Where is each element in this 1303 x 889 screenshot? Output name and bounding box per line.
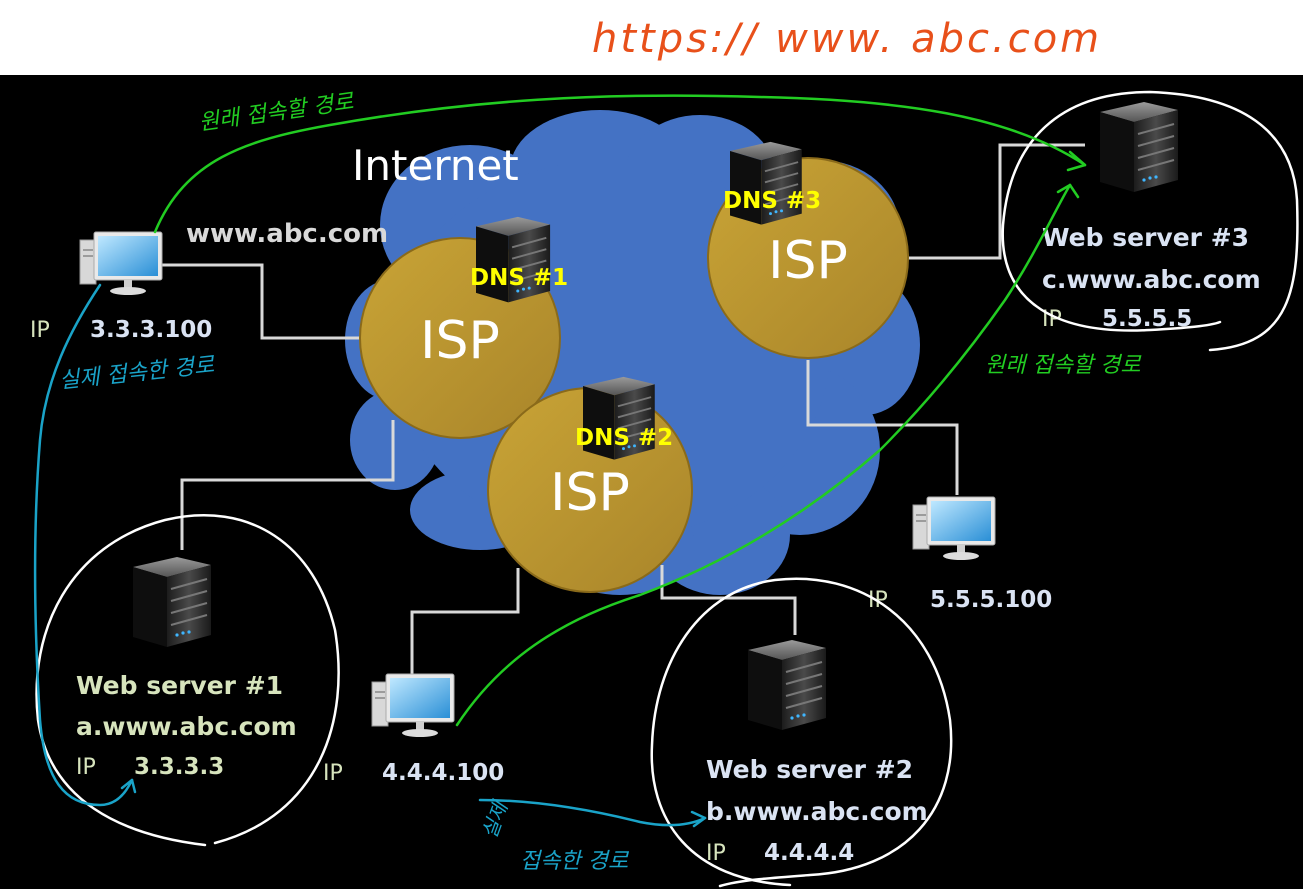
server-highlight-circles — [35, 90, 1299, 888]
intended-route-line — [153, 94, 1087, 727]
web-server-2-ip-label: IP — [706, 841, 726, 866]
web-server-3-name: Web server #3 — [1042, 223, 1249, 252]
web-server-1-icon — [132, 556, 212, 648]
web-server-1-name: Web server #1 — [76, 671, 283, 700]
web-server-1-ip-label: IP — [76, 755, 96, 780]
web-server-2-icon — [747, 639, 827, 731]
dns-label-2: DNS #2 — [575, 425, 673, 451]
web-server-3-host: c.www.abc.com — [1042, 265, 1261, 294]
web-server-1-ip: 3.3.3.3 — [134, 754, 224, 780]
domain-label: www.abc.com — [186, 219, 388, 249]
client-2-ip-label: IP — [323, 761, 343, 786]
web-server-3-icon — [1099, 101, 1179, 193]
intended-route-label-right: 원래 접속할 경로 — [985, 353, 1142, 378]
web-server-2-host: b.www.abc.com — [706, 797, 928, 826]
url-annotation: https:// www. abc.com — [592, 16, 1102, 62]
web-server-1-host: a.www.abc.com — [76, 712, 297, 741]
internet-label: Internet — [352, 141, 519, 190]
dns-label-3: DNS #3 — [723, 188, 821, 214]
client-3-ip: 5.5.5.100 — [930, 587, 1052, 613]
isp-label-1: ISP — [420, 311, 500, 371]
network-links — [160, 143, 1085, 680]
web-server-2-ip: 4.4.4.4 — [764, 840, 854, 866]
dns-label-1: DNS #1 — [470, 265, 568, 291]
isp-label-2: ISP — [550, 463, 630, 523]
actual-route-line — [33, 283, 707, 828]
client-1-ip: 3.3.3.100 — [90, 317, 212, 343]
web-server-2-name: Web server #2 — [706, 755, 913, 784]
client-1-ip-label: IP — [30, 318, 50, 343]
client-2-ip: 4.4.4.100 — [382, 760, 504, 786]
actual-route-label-bottom-2: 접속한 경로 — [520, 849, 630, 874]
isp-label-3: ISP — [768, 231, 848, 291]
